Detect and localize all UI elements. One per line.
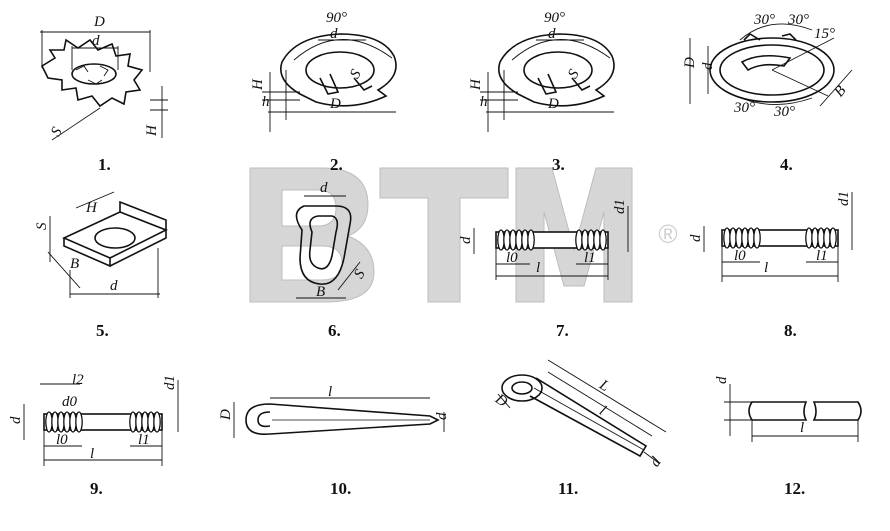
fig9-label-d: d	[8, 416, 24, 424]
fig3-number: 3.	[552, 155, 565, 174]
fig10-label-D: D	[218, 409, 234, 421]
fig10-label-d: d	[434, 412, 450, 420]
fig7-label-d: d	[458, 236, 474, 244]
fig3-label-d: d	[548, 26, 556, 42]
figure-8-stud: d d1 l0 l l1 8.	[688, 191, 853, 340]
fig6-label-B: B	[316, 284, 325, 300]
fig9-label-l: l	[90, 446, 94, 462]
fig2-label-d: d	[330, 26, 338, 42]
fig8-label-l0: l0	[734, 248, 746, 264]
fig2-label-angle: 90°	[326, 10, 347, 26]
fig8-number: 8.	[784, 321, 797, 340]
fig3-label-H: H	[468, 78, 484, 91]
thread-coil	[153, 411, 161, 433]
fig4-label-d: d	[700, 62, 716, 70]
fig4-label-D: D	[682, 57, 698, 69]
fig4-number: 4.	[780, 155, 793, 174]
fig5-number: 5.	[96, 321, 109, 340]
figure-11-eye-pin: D L l d 11.	[491, 359, 667, 498]
fig5-label-H: H	[85, 200, 98, 216]
thread-coil	[527, 229, 535, 251]
fig12-number: 12.	[784, 479, 805, 498]
fig8-label-l: l	[764, 260, 768, 276]
fig2-label-H: H	[250, 78, 266, 91]
fig10-number: 10.	[330, 479, 351, 498]
fig7-label-l: l	[536, 260, 540, 276]
thread-coil	[753, 227, 761, 249]
fig2-number: 2.	[330, 155, 343, 174]
figure-2-spring-washer: 90° d H h S D 2.	[250, 10, 397, 174]
figure-10-cotter-pin: l D d 10.	[218, 384, 450, 498]
fig7-number: 7.	[556, 321, 569, 340]
figure-5-square-washer: S H B d 5.	[34, 191, 168, 340]
fig9-label-d0: d0	[62, 394, 78, 410]
figure-4-tab-washer: 30° 30° 15° 30° 30° D d B 4.	[682, 12, 853, 174]
fig2-label-h: h	[262, 94, 270, 110]
fig11-label-d: d	[647, 454, 665, 470]
figure-9-stud: l2 d0 d d1 l0 l l1 9.	[8, 372, 179, 498]
thread-coil	[599, 229, 607, 251]
fig8-label-d: d	[688, 234, 704, 242]
fig11-label-D: D	[491, 391, 510, 411]
fig7-label-d1: d1	[612, 199, 628, 214]
fig9-label-l2: l2	[72, 372, 84, 388]
fig3-label-angle: 90°	[544, 10, 565, 26]
fig4-label-angle-15: 15°	[814, 26, 835, 42]
fig7-label-l1: l1	[584, 250, 596, 266]
figure-12-rod: d l 12.	[714, 376, 862, 498]
fig3-label-h: h	[480, 94, 488, 110]
fig4-label-angle-30d: 30°	[773, 104, 795, 120]
fig6-number: 6.	[328, 321, 341, 340]
fig9-number: 9.	[90, 479, 103, 498]
figure-3-spring-washer: 90° d H h S D 3.	[468, 10, 615, 174]
fig1-label-S: S	[48, 124, 66, 139]
fig8-label-l1: l1	[816, 248, 828, 264]
btm-watermark: ®	[249, 167, 678, 303]
fig2-label-D: D	[329, 96, 341, 112]
fig1-number: 1.	[98, 155, 111, 174]
fig3-label-S: S	[565, 67, 583, 82]
fig5-label-d: d	[110, 278, 118, 294]
figure-7-stud: d d1 l0 l l1 7.	[458, 199, 629, 340]
fig1-label-d: d	[92, 33, 100, 49]
fig1-label-D: D	[93, 14, 105, 30]
fig12-label-d: d	[714, 376, 730, 384]
registered-mark: ®	[658, 219, 677, 249]
fig8-label-d1: d1	[836, 191, 852, 206]
fig10-label-l: l	[328, 384, 332, 400]
fig9-label-d1: d1	[162, 375, 178, 390]
fig5-label-B: B	[70, 256, 79, 272]
fig4-label-angle-30b: 30°	[787, 12, 809, 28]
fig7-label-l0: l0	[506, 250, 518, 266]
thread-coil	[75, 411, 83, 433]
fig12-label-l: l	[800, 420, 804, 436]
thread-coil	[829, 227, 837, 249]
figure-1-toothed-washer: D d S H 1.	[40, 14, 168, 174]
fig4-label-angle-30a: 30°	[753, 12, 775, 28]
fig4-label-angle-30c: 30°	[733, 100, 755, 116]
fig4-label-B: B	[831, 83, 849, 100]
fig11-label-l: l	[596, 403, 608, 419]
fig11-label-L: L	[596, 377, 612, 396]
fig9-label-l1: l1	[138, 432, 150, 448]
fig6-label-d: d	[320, 180, 328, 196]
fig1-label-H: H	[144, 124, 160, 137]
fig9-label-l0: l0	[56, 432, 68, 448]
fig2-label-S: S	[347, 67, 365, 82]
fig5-label-S: S	[34, 222, 50, 230]
fig3-label-D: D	[547, 96, 559, 112]
fig11-number: 11.	[558, 479, 578, 498]
